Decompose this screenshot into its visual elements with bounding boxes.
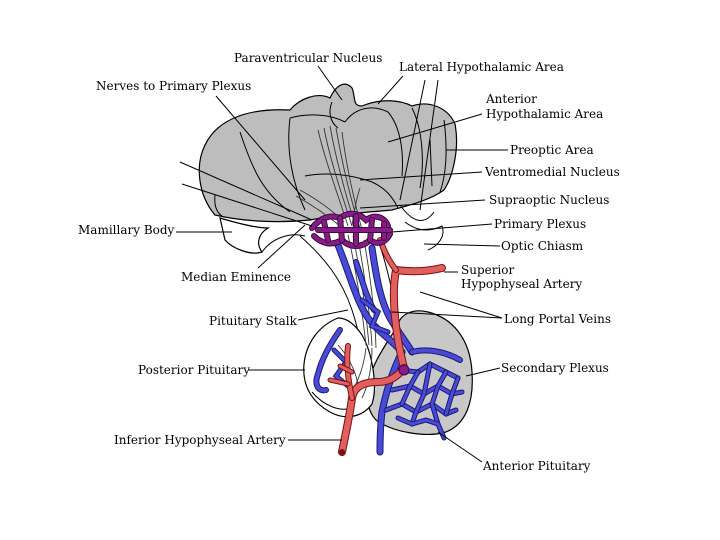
long-portal-vein — [335, 242, 405, 355]
mamillary-body — [219, 217, 271, 254]
leader-lines — [176, 65, 508, 463]
label-inferior-hypophyseal-artery: Inferior Hypophyseal Artery — [114, 433, 286, 447]
arteries — [327, 237, 446, 456]
hypothalamus-fold — [344, 107, 389, 123]
label-posterior-pituitary: Posterior Pituitary — [138, 363, 250, 377]
label-primary-plexus: Primary Plexus — [494, 217, 586, 231]
label-nerves-to-primary-plexus: Nerves to Primary Plexus — [96, 79, 251, 93]
label-mamillary-body: Mamillary Body — [78, 223, 175, 237]
label-preoptic-area: Preoptic Area — [510, 143, 594, 157]
label-pituitary-stalk: Pituitary Stalk — [209, 314, 298, 328]
hypothalamus — [198, 83, 458, 223]
label-paraventricular-nucleus: Paraventricular Nucleus — [234, 51, 382, 65]
label-ventromedial-nucleus: Ventromedial Nucleus — [484, 165, 620, 179]
hypothalamus-fold — [329, 101, 339, 129]
inferior-hypophyseal-artery — [339, 365, 407, 455]
label-anterior-hypothalamic-area-line2: Hypothalamic Area — [486, 107, 603, 121]
label-anterior-hypothalamic-area-line1: Anterior — [485, 92, 537, 106]
hypothalamus-fold — [214, 194, 223, 217]
label-supraoptic-nucleus: Supraoptic Nucleus — [489, 193, 609, 207]
secondary-plexus-vessel — [377, 349, 405, 455]
label-secondary-plexus: Secondary Plexus — [501, 361, 609, 375]
hypothalamus-fold — [289, 114, 346, 123]
supraoptic-contour — [399, 204, 435, 221]
labels: Paraventricular Nucleus Lateral Hypothal… — [78, 51, 620, 473]
superior-hypophyseal-artery — [390, 265, 445, 371]
label-anterior-pituitary: Anterior Pituitary — [482, 459, 591, 473]
hypothalamus-fold — [429, 139, 433, 187]
hypothalamus-fold — [387, 111, 403, 177]
label-superior-hypophyseal-artery-line2: Hypophyseal Artery — [461, 277, 582, 291]
label-superior-hypophyseal-artery-line1: Superior — [461, 263, 515, 277]
hypothalamus-fold — [439, 119, 447, 193]
label-lateral-hypothalamic-area: Lateral Hypothalamic Area — [399, 60, 564, 74]
hypothalamus-body — [198, 83, 458, 223]
optic-chiasm-outline — [404, 221, 444, 251]
secondary-plexus-vessel — [410, 348, 462, 362]
primary-plexus — [309, 210, 393, 249]
hypothalamus-fold — [239, 131, 291, 213]
hypothalamus-fold — [304, 173, 399, 209]
mamillary-outline — [261, 234, 306, 253]
label-long-portal-veins: Long Portal Veins — [504, 312, 611, 326]
hypothalamus-fold — [288, 117, 306, 211]
label-median-eminence: Median Eminence — [181, 270, 291, 284]
long-portal-vein — [369, 245, 415, 355]
plexus-junction — [398, 364, 410, 376]
label-optic-chiasm: Optic Chiasm — [501, 239, 584, 253]
hypothalamus-fold — [411, 107, 423, 189]
